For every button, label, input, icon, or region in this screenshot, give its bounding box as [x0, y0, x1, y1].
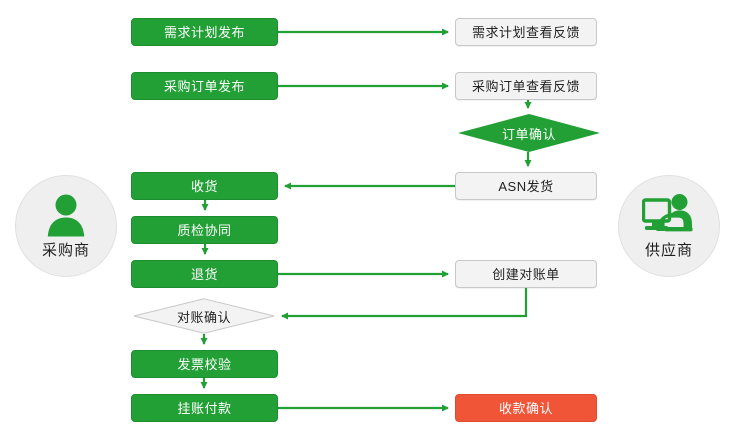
- node-receipt-confirm[interactable]: 收款确认: [455, 394, 597, 422]
- node-label: 对账确认: [176, 309, 231, 325]
- node-label: 创建对账单: [492, 266, 560, 282]
- node-label: 退货: [190, 266, 218, 282]
- node-payment-posting[interactable]: 挂账付款: [131, 394, 278, 422]
- node-create-statement[interactable]: 创建对账单: [455, 260, 597, 288]
- node-label: 订单确认: [501, 126, 556, 142]
- node-quality-inspection[interactable]: 质检协同: [131, 216, 278, 244]
- node-label: 收货: [190, 178, 218, 194]
- node-purchase-order-feedback[interactable]: 采购订单查看反馈: [455, 72, 597, 100]
- node-label: 需求计划发布: [163, 24, 245, 40]
- node-demand-plan-feedback[interactable]: 需求计划查看反馈: [455, 18, 597, 46]
- actor-label: 采购商: [41, 241, 90, 259]
- node-purchase-order-publish[interactable]: 采购订单发布: [131, 72, 278, 100]
- diamond-shape: [133, 298, 275, 334]
- actor-label: 供应商: [644, 241, 693, 259]
- node-label: 采购订单查看反馈: [471, 78, 580, 94]
- node-invoice-verification[interactable]: 发票校验: [131, 350, 278, 378]
- node-statement-confirm[interactable]: 对账确认: [133, 298, 275, 334]
- node-order-confirm[interactable]: 订单确认: [458, 114, 600, 152]
- node-label: 需求计划查看反馈: [471, 24, 580, 40]
- actor-buyer[interactable]: 采购商: [15, 175, 117, 277]
- person-at-computer-icon: [642, 193, 696, 237]
- actor-supplier[interactable]: 供应商: [618, 175, 720, 277]
- node-receive-goods[interactable]: 收货: [131, 172, 278, 200]
- node-label: 挂账付款: [177, 400, 232, 416]
- edge-n10-n11: [281, 288, 528, 320]
- node-label: ASN发货: [498, 178, 554, 194]
- node-demand-plan-publish[interactable]: 需求计划发布: [131, 18, 278, 46]
- node-label: 质检协同: [177, 222, 232, 238]
- node-asn-shipment[interactable]: ASN发货: [455, 172, 597, 200]
- diamond-shape: [458, 114, 600, 152]
- person-icon: [39, 193, 93, 237]
- node-label: 收款确认: [498, 400, 553, 416]
- node-label: 采购订单发布: [163, 78, 245, 94]
- node-return-goods[interactable]: 退货: [131, 260, 278, 288]
- node-label: 发票校验: [177, 356, 232, 372]
